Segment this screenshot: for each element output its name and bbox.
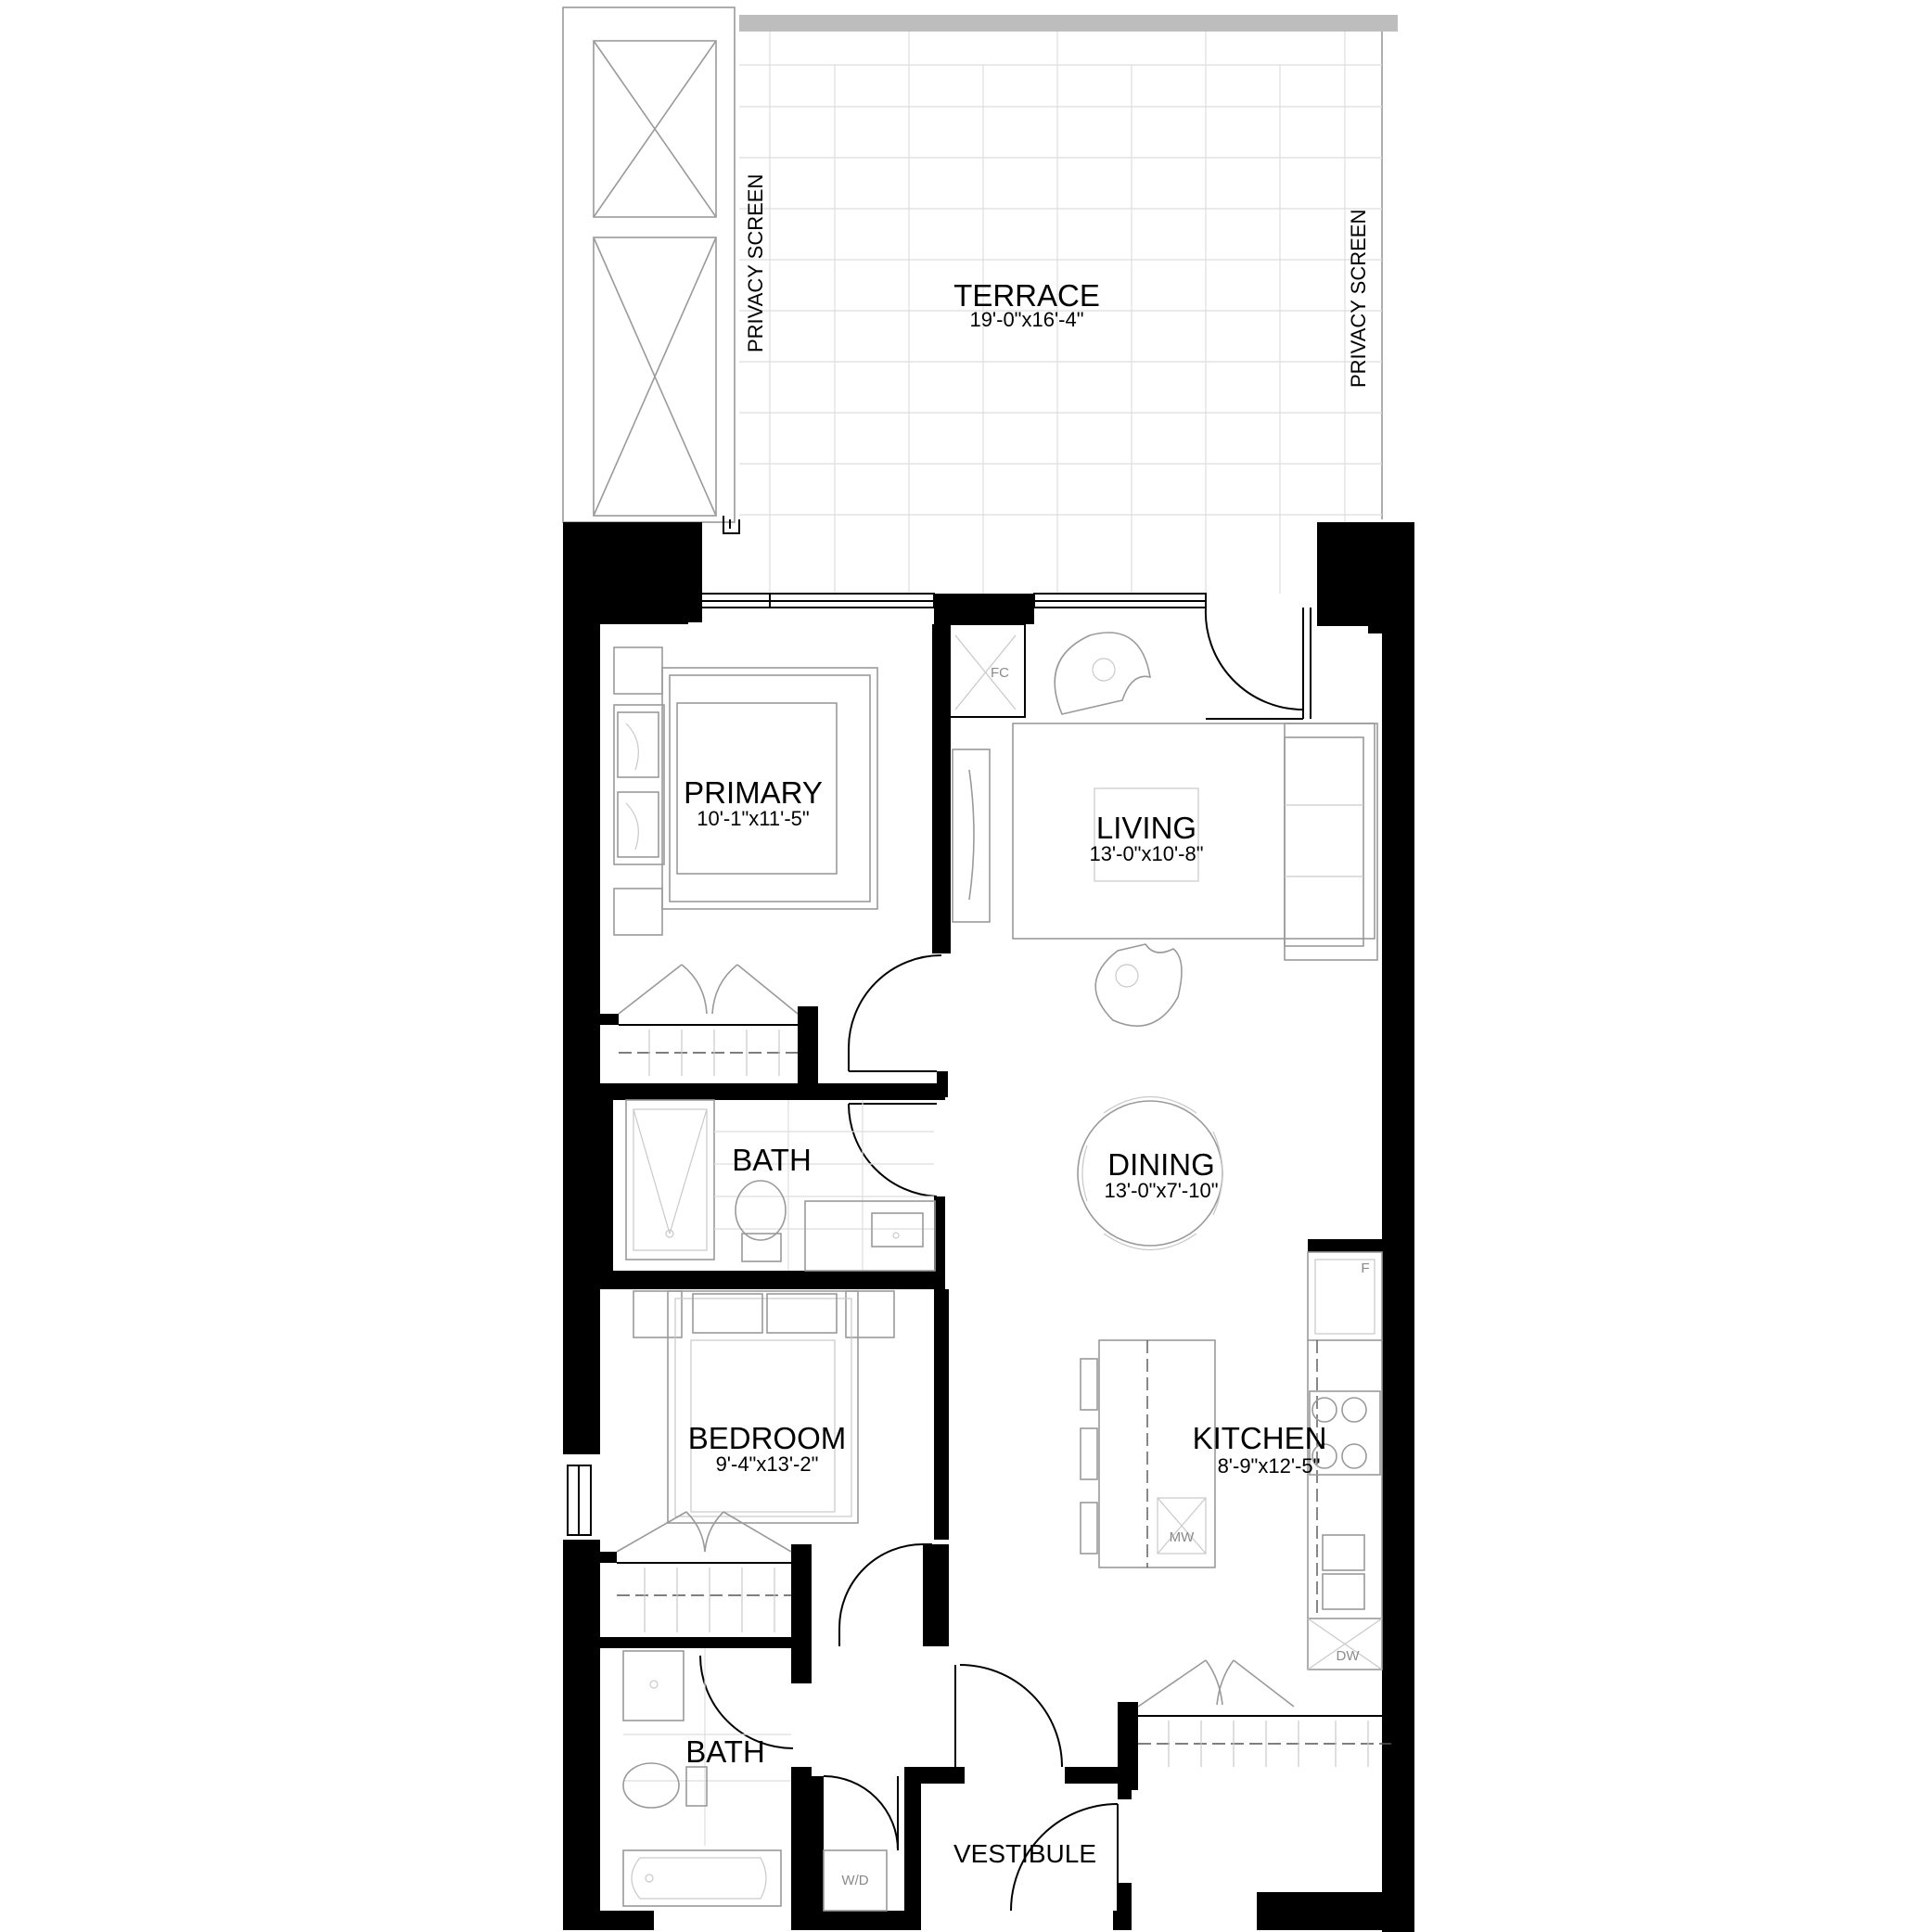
labels: TERRACE 19'-0"x16'-4" PRIVACY SCREEN PRI… (684, 174, 1370, 1888)
bath1-fixtures (625, 1099, 936, 1272)
dining-dim: 13'-0"x7'-10" (1104, 1179, 1218, 1202)
planter-upper (593, 40, 717, 218)
dining-label: DINING (1107, 1147, 1215, 1182)
living-label: LIVING (1096, 811, 1196, 845)
primary-dim: 10'-1"x11'-5" (697, 807, 809, 830)
bedroom-dim: 9'-4"x13'-2" (716, 1452, 819, 1476)
kitchen-dim: 8'-9"x12'-5" (1218, 1454, 1321, 1478)
fc-closet (945, 623, 1026, 718)
bath2-fixtures (622, 1648, 791, 1907)
terrace-tiles (739, 32, 1382, 594)
bath1-label: BATH (732, 1143, 812, 1177)
washer-dryer-label: W/D (841, 1873, 868, 1888)
privacy-screen-left: PRIVACY SCREEN (744, 174, 767, 352)
terrace-label: TERRACE (953, 278, 1100, 313)
primary-label: PRIMARY (684, 775, 823, 810)
laundry (823, 1849, 888, 1912)
vestibule-label: VESTIBULE (953, 1839, 1096, 1868)
windows (567, 593, 1311, 1536)
planter-lower (593, 237, 717, 517)
doors (699, 607, 1304, 1912)
terrace-dim: 19'-0"x16'-4" (969, 308, 1083, 331)
dining-furniture (1077, 1096, 1223, 1250)
planter-frame (562, 6, 736, 523)
terrace-top-rail (739, 15, 1398, 32)
fridge-label: F (1361, 1260, 1369, 1276)
living-furniture (945, 623, 1378, 1027)
living-dim: 13'-0"x10'-8" (1089, 842, 1203, 865)
bedroom-furniture (616, 1290, 895, 1632)
primary-furniture (613, 646, 878, 1076)
kitchen-furniture (1080, 1251, 1391, 1767)
bath2-label: BATH (685, 1734, 765, 1769)
microwave-label: MW (1170, 1529, 1195, 1545)
walls (563, 522, 1414, 1932)
bedroom-label: BEDROOM (688, 1421, 847, 1455)
fc-label: FC (991, 665, 1009, 681)
dishwasher-label: DW (1337, 1648, 1361, 1664)
privacy-screen-right: PRIVACY SCREEN (1347, 210, 1370, 388)
kitchen-label: KITCHEN (1193, 1421, 1327, 1455)
